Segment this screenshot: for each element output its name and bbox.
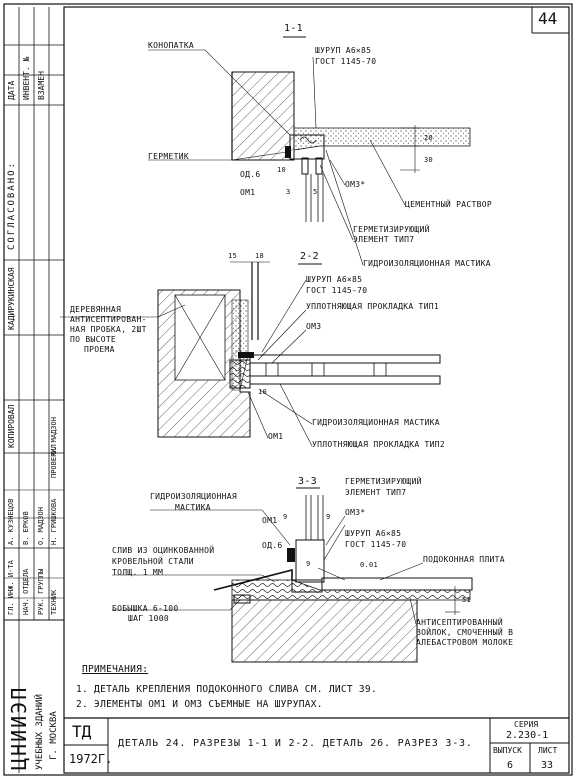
role-row-1: гл. инж. и-та xyxy=(7,560,15,615)
label-wood-3: ная пробка, 2шт xyxy=(70,325,147,334)
label-germ-el-c1: герметизирующий xyxy=(345,477,422,486)
label-wood-2: антисептирован- xyxy=(70,315,147,324)
note-1: 1. Деталь крепления подоконного слива см… xyxy=(76,684,377,695)
series-number: 2.230-1 xyxy=(506,730,549,741)
name-row-2: В. Ерков xyxy=(22,511,30,545)
label-germ-el-a2: элемент тип7 xyxy=(353,235,415,244)
label-om3-a: ОМ3* xyxy=(345,180,366,189)
sheet-in-series: 33 xyxy=(541,760,554,771)
label-sliv-1: слив из оцинкованной xyxy=(112,546,215,555)
label-anti-2: войлок, смоченный в xyxy=(416,628,514,637)
label-sliv-3: толщ. 1 мм xyxy=(112,568,164,577)
label-wood-1: Деревянная xyxy=(70,305,122,314)
section-3-3 xyxy=(112,495,473,663)
label-screw-a1: шуруп А6×85 xyxy=(315,46,372,55)
dim-51: 51 xyxy=(462,596,472,604)
dim-9a: 9 xyxy=(283,513,288,521)
label-germ-el-c2: элемент тип7 xyxy=(345,488,407,497)
note-2: 2. Элементы ОМ1 и ОМ3 съемные на шурупах… xyxy=(76,699,323,710)
td-label: ТД xyxy=(72,722,92,741)
dim-10a: 10 xyxy=(277,166,287,174)
drawing-frame xyxy=(63,6,570,774)
label-od6-c: ОД.6 xyxy=(262,541,283,550)
label-od6-a: ОД.6 xyxy=(240,170,261,179)
dim-9c: 9 xyxy=(306,560,311,568)
col-checker: Кадирукинская xyxy=(7,267,16,330)
name-row-1: А. Кузнецов xyxy=(7,498,15,545)
issue-number: 6 xyxy=(507,760,514,771)
label-om3-b: ОМ3 xyxy=(306,322,322,331)
role-row-2: нач. отдела xyxy=(22,568,30,615)
label-screw-c2: ГОСТ 1145-70 xyxy=(345,540,407,549)
name-row-3: О. Мадзон xyxy=(37,507,45,545)
section-3-3-title: 3-3 xyxy=(298,476,317,487)
dim-10b: 10 xyxy=(258,388,268,396)
section-1-1 xyxy=(148,49,471,266)
issue-label: выпуск xyxy=(493,746,522,755)
section-2-2-title: 2-2 xyxy=(300,251,319,262)
dim-20: 20 xyxy=(424,134,434,142)
label-boby-1: бобышка 6-100 xyxy=(112,604,179,613)
col-inventory: Инвент. № xyxy=(22,56,31,100)
label-uplot-2: уплотняющая прокладка тип2 xyxy=(312,440,446,449)
series-label: серия xyxy=(514,720,539,729)
col-copied: Копировал xyxy=(7,404,16,448)
outer-frame xyxy=(3,3,573,776)
org-name: ЦНИИЭП xyxy=(7,685,31,770)
sheet-number: 44 xyxy=(538,9,558,28)
label-screw-c1: шуруп А6×85 xyxy=(345,529,402,538)
col-replaces: взамен xyxy=(37,71,46,100)
label-germ-el-a1: герметизирующий xyxy=(353,225,430,234)
dim-9b: 9 xyxy=(326,513,331,521)
agreed-label: согласовано: xyxy=(7,160,17,250)
label-gidro-c1: гидроизоляционная xyxy=(150,492,237,501)
label-sliv-2: кровельной стали xyxy=(112,557,194,566)
dim-001: 0.01 xyxy=(360,561,379,569)
label-gidro-b: гидроизоляционная мастика xyxy=(312,418,440,427)
name-row-4: Н. Гришкова xyxy=(50,498,58,545)
year: 1972г. xyxy=(69,752,113,766)
dim-30: 30 xyxy=(424,156,434,164)
label-screw-b1: шуруп А6×85 xyxy=(306,275,363,284)
section-1-1-title: 1-1 xyxy=(284,23,303,34)
dim-18: 18 xyxy=(255,252,265,260)
role-row-3: рук. группы xyxy=(37,568,45,615)
label-gidro-c2: мастика xyxy=(175,503,211,512)
label-wood-5: проема xyxy=(84,345,115,354)
dim-15: 15 xyxy=(228,252,238,260)
label-anti-1: антисептированный xyxy=(416,618,503,627)
label-screw-a2: ГОСТ 1145-70 xyxy=(315,57,377,66)
sheet-label: лист xyxy=(538,746,558,755)
label-gidro-a: гидроизоляционная мастика xyxy=(363,259,491,268)
label-boby-2: шаг 1000 xyxy=(128,614,169,623)
label-konopatka: конопатка xyxy=(148,41,195,50)
label-uplot-1: уплотняющая прокладка тип1 xyxy=(306,302,440,311)
label-om1-a: ОМ1 xyxy=(240,188,256,197)
label-om3-c: ОМ3* xyxy=(345,508,366,517)
notes-heading: Примечания: xyxy=(82,664,149,675)
section-2-2 xyxy=(60,261,441,447)
label-om1-c: ОМ1 xyxy=(262,516,278,525)
org-city: г. Москва xyxy=(49,711,59,760)
label-germetik: герметик xyxy=(148,152,189,161)
role-row-4: техник xyxy=(50,589,58,615)
dim-3a: 3 xyxy=(286,188,291,196)
label-cement: цементный раствор xyxy=(405,200,492,209)
dim-5a: 5 xyxy=(313,188,318,196)
name-row-5: О. Мадзон xyxy=(50,417,58,455)
col-date: дата xyxy=(7,80,16,100)
drawing-title: Деталь 24. Разрезы 1-1 и 2-2. Деталь 26.… xyxy=(118,738,473,749)
label-anti-3: алебастровом молоке xyxy=(416,638,514,647)
org-dept: учебных зданий xyxy=(35,694,45,770)
label-om1-b: ОМ1 xyxy=(268,432,284,441)
label-wood-4: по высоте xyxy=(70,335,117,344)
label-podok: подоконная плита xyxy=(423,555,505,564)
label-screw-b2: ГОСТ 1145-70 xyxy=(306,286,368,295)
